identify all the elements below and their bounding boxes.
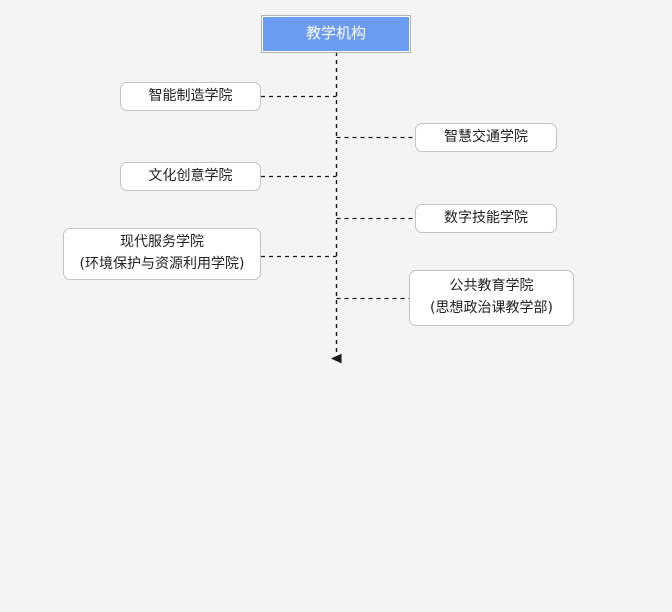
node-public-education[interactable]: 公共教育学院 (思想政治课教学部): [409, 270, 574, 326]
node-root-label: 教学机构: [305, 24, 366, 43]
node-root-teaching-organization[interactable]: 教学机构: [261, 15, 411, 53]
node-smart-transportation[interactable]: 智慧交通学院: [415, 123, 557, 152]
node-digital-skills[interactable]: 数字技能学院: [415, 204, 557, 233]
node-modern-service-label: 现代服务学院: [120, 234, 204, 251]
node-modern-service-sublabel: (环境保护与资源利用学院): [79, 256, 245, 272]
node-digital-skills-label: 数字技能学院: [444, 209, 528, 226]
node-modern-service[interactable]: 现代服务学院 (环境保护与资源利用学院): [63, 228, 261, 280]
node-public-education-sublabel: (思想政治课教学部): [430, 300, 553, 316]
node-smart-transportation-label: 智慧交通学院: [444, 128, 528, 145]
node-public-education-label: 公共教育学院: [449, 278, 534, 295]
node-intelligent-manufacturing-label: 智能制造学院: [148, 87, 233, 104]
node-cultural-creative-label: 文化创意学院: [148, 167, 233, 184]
node-cultural-creative[interactable]: 文化创意学院: [120, 162, 261, 191]
node-intelligent-manufacturing[interactable]: 智能制造学院: [120, 82, 261, 111]
